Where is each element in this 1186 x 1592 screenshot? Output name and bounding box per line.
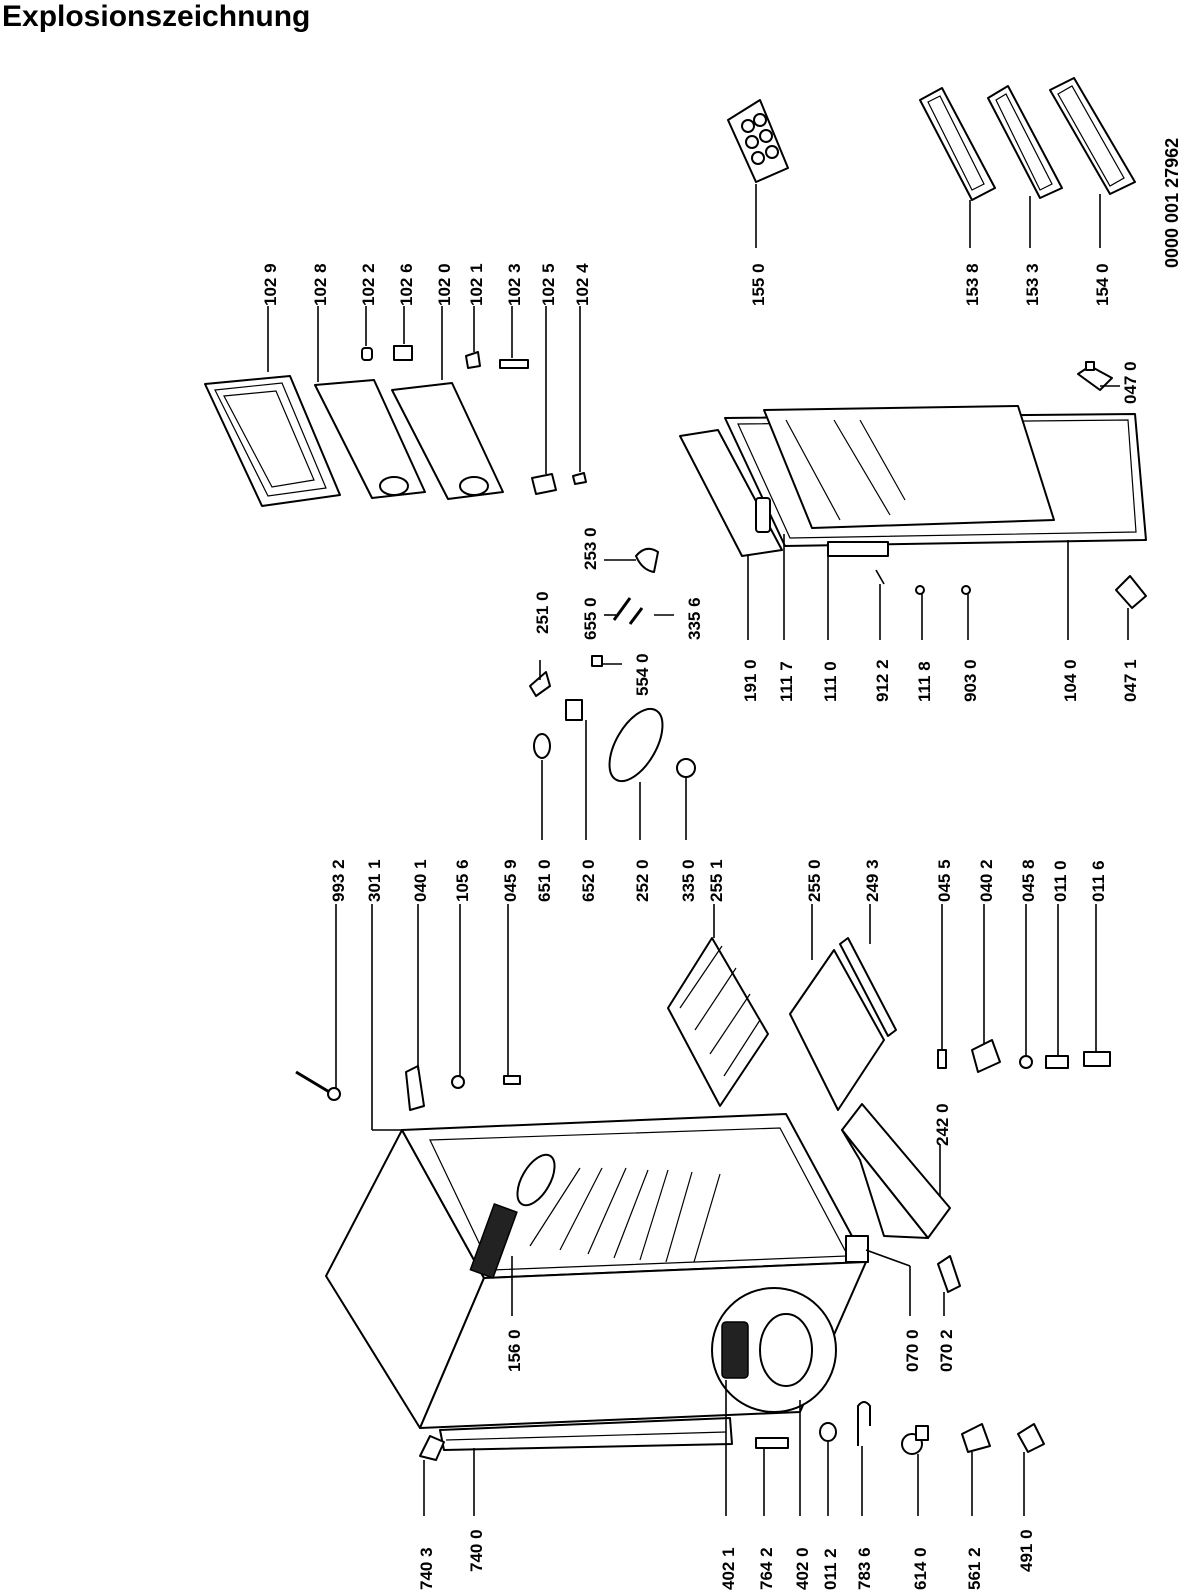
- part-label: 040 2: [977, 859, 996, 902]
- part-label: 045 9: [501, 859, 520, 902]
- part-label: 104 0: [1061, 659, 1080, 702]
- part-label: 402 1: [719, 1547, 738, 1590]
- part-label: 402 0: [793, 1547, 812, 1590]
- part-label: 155 0: [749, 263, 768, 306]
- part-label: 047 1: [1121, 659, 1140, 702]
- glass-plate-2-drawing: [391, 382, 504, 500]
- part-label: 252 0: [633, 859, 652, 902]
- small-clip-parts: [361, 345, 587, 495]
- grommet-drawing: [819, 1422, 837, 1442]
- part-label: 156 0: [505, 1329, 524, 1372]
- door-shelf-3-drawing: [1049, 77, 1136, 195]
- part-label: 102 5: [539, 263, 558, 306]
- part-label: 249 3: [863, 859, 882, 902]
- electrical-parts: [901, 1423, 1045, 1455]
- part-label: 335 0: [679, 859, 698, 902]
- part-label: 652 0: [579, 859, 598, 902]
- part-label: 102 8: [311, 263, 330, 306]
- part-label: 554 0: [633, 653, 652, 696]
- egg-tray-drawing: [727, 99, 789, 183]
- door-shelf-1-drawing: [919, 87, 996, 201]
- part-label: 614 0: [911, 1547, 930, 1590]
- page-title: Explosionszeichnung: [2, 0, 311, 33]
- part-label: 253 0: [581, 527, 600, 570]
- screw-cap-drawing: [915, 585, 925, 595]
- part-label: 045 8: [1019, 859, 1038, 902]
- part-label: 912 2: [873, 659, 892, 702]
- part-label: 102 9: [261, 263, 280, 306]
- part-label: 153 8: [963, 263, 982, 306]
- part-label: 561 2: [965, 1547, 984, 1590]
- part-label: 111 0: [821, 661, 840, 702]
- lamp-drawing: [937, 1255, 961, 1293]
- part-label: 191 0: [741, 659, 760, 702]
- part-label: 903 0: [961, 659, 980, 702]
- glass-shelf-drawing: [789, 949, 885, 1111]
- part-label: 255 0: [805, 859, 824, 902]
- drain-tube-drawing: [419, 1435, 445, 1461]
- part-label: 047 0: [1121, 361, 1140, 404]
- part-label: 102 2: [359, 263, 378, 306]
- part-label: 301 1: [365, 859, 384, 902]
- clip-drawing: [857, 1401, 871, 1446]
- part-label: 105 6: [453, 859, 472, 902]
- part-label: 045 5: [935, 859, 954, 902]
- handle-drawing: [755, 497, 771, 533]
- part-label: 111 8: [915, 661, 934, 702]
- door-drawing: [724, 405, 1147, 547]
- part-label: 102 0: [435, 263, 454, 306]
- shelf-edge-drawing: [839, 937, 897, 1037]
- wire-shelf-drawing: [667, 937, 769, 1107]
- handle-cover-drawing: [827, 541, 889, 557]
- part-label: 783 6: [855, 1547, 874, 1590]
- screw-cap-2-drawing: [961, 585, 971, 595]
- part-label: 993 2: [329, 859, 348, 902]
- part-label: 011 0: [1051, 860, 1070, 902]
- leader-lines: [267, 184, 1129, 1516]
- crisper-drawer-drawing: [841, 1103, 951, 1239]
- screw-drawing: [875, 569, 885, 585]
- part-label: 102 4: [573, 263, 592, 306]
- part-label: 740 0: [467, 1529, 486, 1572]
- ring-drawing: [451, 1075, 465, 1089]
- part-label: 255 1: [707, 859, 726, 902]
- part-label: 251 0: [533, 591, 552, 634]
- part-label: 040 1: [411, 859, 430, 902]
- part-label: 242 0: [933, 1103, 952, 1146]
- part-label: 070 0: [903, 1329, 922, 1372]
- lower-hinge-drawing: [1115, 575, 1147, 609]
- part-labels: 102 9 102 8 102 2 102 6 102 0 102 1 102 …: [261, 263, 1140, 1590]
- thermostat-parts: [529, 547, 696, 783]
- glass-plate-drawing: [314, 379, 426, 499]
- part-label: 740 3: [417, 1547, 436, 1590]
- part-label: 102 3: [505, 263, 524, 306]
- part-label: 111 7: [777, 661, 796, 702]
- part-label: 070 2: [937, 1329, 956, 1372]
- part-label: 102 6: [397, 263, 416, 306]
- cabinet-body-drawing: [325, 1113, 869, 1451]
- freezer-frame-drawing: [204, 375, 341, 507]
- part-label: 102 1: [467, 263, 486, 306]
- door-shelf-2-drawing: [987, 85, 1063, 199]
- part-label: 655 0: [581, 597, 600, 640]
- part-label: 764 2: [757, 1547, 776, 1590]
- part-label: 011 6: [1089, 860, 1108, 902]
- fastener-parts: [937, 1039, 1111, 1073]
- part-label: 651 0: [535, 859, 554, 902]
- part-label: 011 2: [821, 1548, 840, 1590]
- part-label: 154 0: [1093, 263, 1112, 306]
- pin-drawing: [503, 1075, 521, 1085]
- part-label: 491 0: [1017, 1529, 1036, 1572]
- bracket-drawing: [405, 1065, 425, 1111]
- part-label: 153 3: [1023, 263, 1042, 306]
- capillary-drawing: [755, 1437, 789, 1449]
- sensor-drawing: [295, 1070, 341, 1101]
- part-label: 335 6: [685, 597, 704, 640]
- document-number: 0000 001 27962: [1162, 138, 1182, 268]
- hinge-drawing: [1077, 361, 1113, 391]
